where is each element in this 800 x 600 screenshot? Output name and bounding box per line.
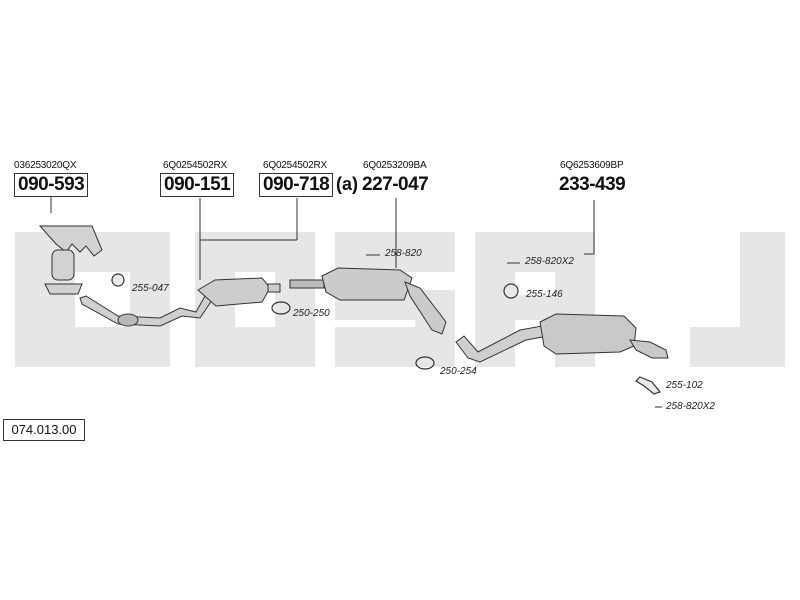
mount-255-047: [111, 273, 125, 287]
ref-255-102: 255-102: [666, 380, 703, 391]
ref-258-820: 258-820: [385, 248, 422, 259]
oem-number-4: 6Q0253209BA: [363, 160, 427, 171]
ref-250-254: 250-254: [440, 366, 477, 377]
oem-number-2: 6Q0254502RX: [163, 160, 227, 171]
mount-255-146: [503, 283, 519, 299]
part-code-233-439: 233-439: [559, 174, 626, 195]
ref-258-820x2-upper: 258-820X2: [525, 256, 574, 267]
manifold-catalyst: [38, 225, 103, 295]
catalog-number: 074.013.00: [3, 419, 85, 441]
ref-255-146: 255-146: [526, 289, 563, 300]
leader-lines: [50, 195, 662, 408]
part-code-227-047: 227-047: [362, 174, 429, 195]
part-code-090-718: 090-718: [259, 173, 334, 197]
center-muffler: [289, 267, 447, 335]
part-code-090-151: 090-151: [160, 173, 235, 197]
ref-258-820x2-lower: 258-820X2: [666, 401, 715, 412]
oem-number-3: 6Q0254502RX: [263, 160, 327, 171]
ref-250-250: 250-250: [293, 308, 330, 319]
clamp-250-250: [271, 301, 291, 315]
clamp-250-254: [415, 356, 435, 370]
ref-255-047: 255-047: [132, 283, 169, 294]
hanger-255-102: [635, 376, 662, 395]
oem-number-1: 036253020QX: [14, 160, 77, 171]
oem-number-5: 6Q6253609BP: [560, 160, 624, 171]
part-code-suffix: (a): [336, 174, 358, 194]
rear-muffler: [539, 313, 669, 359]
part-code-090-593: 090-593: [14, 173, 89, 197]
catalytic-converter: [197, 277, 281, 307]
